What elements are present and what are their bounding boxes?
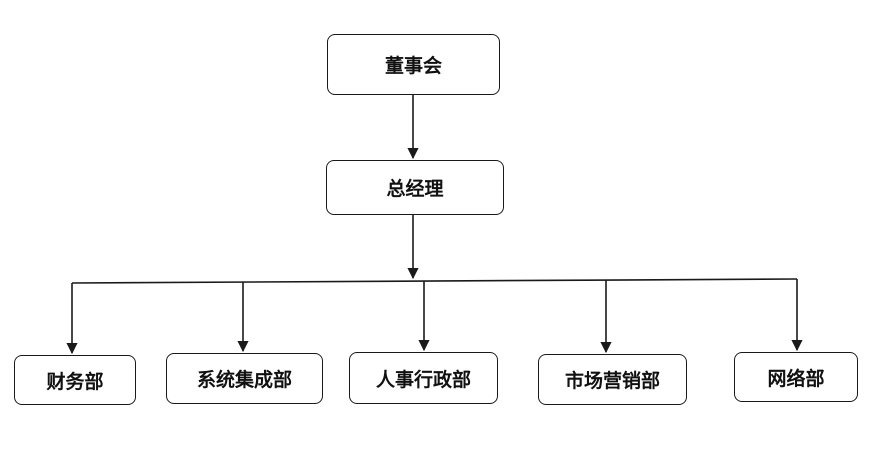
node-board-label: 董事会 xyxy=(384,55,442,77)
node-network-label: 网络部 xyxy=(767,367,825,390)
node-board: 董事会 xyxy=(327,34,500,95)
node-marketing: 市场营销部 xyxy=(538,354,687,405)
node-system-integration-label: 系统集成部 xyxy=(196,369,292,391)
node-hr-admin: 人事行政部 xyxy=(349,352,498,404)
node-system-integration: 系统集成部 xyxy=(166,353,323,404)
connector-bus xyxy=(71,278,798,284)
node-finance-label: 财务部 xyxy=(46,370,104,393)
node-network: 网络部 xyxy=(734,352,858,402)
node-general-manager-label: 总经理 xyxy=(386,178,444,200)
node-general-manager: 总经理 xyxy=(326,160,504,215)
node-hr-admin-label: 人事行政部 xyxy=(375,368,471,391)
node-finance: 财务部 xyxy=(14,355,136,405)
node-marketing-label: 市场营销部 xyxy=(564,370,660,392)
